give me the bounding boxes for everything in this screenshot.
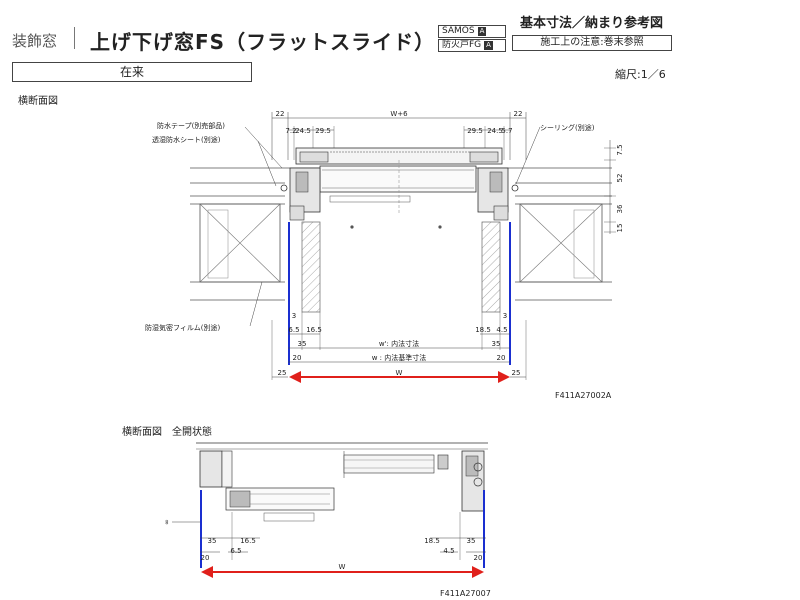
s2-dim-right-45: 4.5 [443,547,454,555]
s2-dim-left-65: 6.5 [230,547,241,555]
scale-label: 縮尺:1／6 [615,68,666,81]
section2-label: 横断面図 全開状態 [122,427,212,438]
dim-top-left-295: 29.5 [315,127,331,135]
s2-dim-left-165: 16.5 [240,537,256,545]
dim-w: W [396,369,403,377]
s2-dim-inf: ∞ [163,519,171,525]
s2-dim-right-35: 35 [467,537,476,545]
dim-std-w: w : 内法基準寸法 [372,353,427,362]
samos-badge-text: SAMOS [442,26,475,36]
dim-side-75: 7.5 [616,144,624,155]
dim-right-25: 25 [512,369,521,377]
fire-door-badge-text: 防火戸FG [442,40,482,50]
s2-dim-left-20: 20 [201,554,210,562]
dim-left-3b: 3 [503,312,507,320]
dim-right-185: 18.5 [475,326,491,334]
callout-sealing: シーリング(別途) [540,123,595,132]
callout-vapor-film: 防湿気密フィルム(別途) [145,323,220,332]
s2-dim-left-35: 35 [208,537,217,545]
dim-left-35: 35 [298,340,307,348]
samos-badge-mark: A [477,27,487,36]
section1-label: 横断面図 [18,96,58,107]
category-label: 装飾窓 [12,32,58,50]
callout-breathable-sheet: 透湿防水シート(別途) [152,135,221,144]
fire-door-badge-mark: A [484,41,493,50]
s2-dim-right-20: 20 [474,554,483,562]
dim-top-right-245: 24.5 [487,127,503,135]
section2-code: F411A27007 [440,589,491,598]
s2-dim-w: W [339,563,346,571]
dim-left-165: 16.5 [306,326,322,334]
dim-left-65: 6.5 [288,326,299,334]
dim-top-left-245: 24.5 [295,127,311,135]
page-title: 上げ下げ窓FS（フラットスライド） [90,30,436,54]
dim-top-left-22: 22 [276,110,285,118]
condition-box: 在来 [12,62,252,82]
dim-side-52: 52 [616,174,624,183]
dim-left-20: 20 [293,354,302,362]
callout-waterproof-tape: 防水テープ(別売部品) [157,121,225,130]
dim-top-w: W+6 [390,110,408,118]
dim-left-25: 25 [278,369,287,377]
section1-code: F411A27002A [555,391,612,400]
dim-top-left-72: 7.2 [285,127,296,135]
section1-drawing [190,112,616,383]
s2-dim-right-185: 18.5 [424,537,440,545]
dim-left-3a: 3 [292,312,296,320]
dim-right-45: 4.5 [496,326,507,334]
dim-right-35: 35 [492,340,501,348]
dim-right-20: 20 [497,354,506,362]
section2-drawing [172,442,488,578]
dim-side-36: 36 [616,204,624,213]
title-separator [74,27,75,49]
reference-title: 基本寸法／納まり参考図 [520,16,664,31]
construction-note: 施工上の注意:巻末参照 [512,35,672,51]
dim-top-right-295: 29.5 [467,127,483,135]
dim-top-right-22: 22 [514,110,523,118]
dim-inner-w: w': 内法寸法 [379,339,419,348]
dim-top-right-57: 5.7 [501,127,512,135]
dim-side-15: 15 [616,224,624,233]
